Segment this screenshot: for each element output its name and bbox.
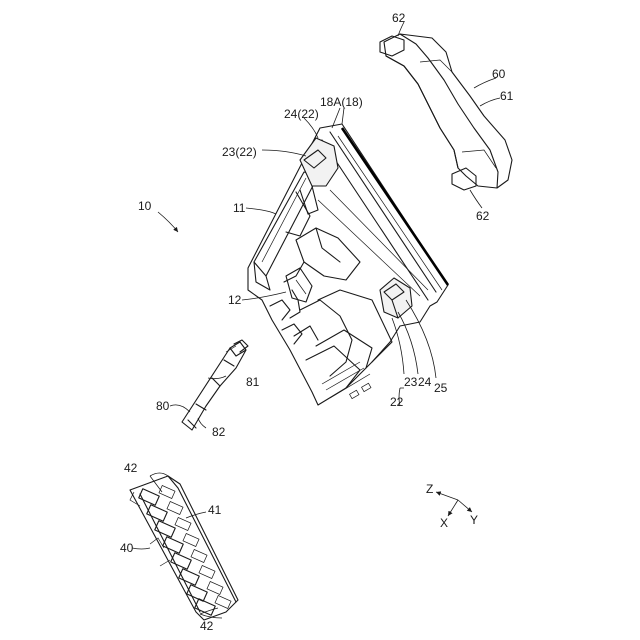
label-24: 24	[418, 375, 432, 389]
label-10: 10	[138, 199, 152, 213]
label-23: 23	[404, 375, 418, 389]
axis-x-label: X	[440, 516, 448, 530]
label-42-bottom: 42	[200, 619, 214, 633]
label-80: 80	[156, 399, 170, 413]
label-12: 12	[228, 293, 242, 307]
label-42-top: 42	[124, 461, 138, 475]
label-24-22: 24(22)	[284, 107, 319, 121]
axis-z-label: Z	[426, 482, 433, 496]
housing-11	[248, 124, 448, 405]
retainer-40	[130, 476, 238, 620]
label-23-22: 23(22)	[222, 145, 257, 159]
label-62-top: 62	[392, 11, 406, 25]
label-61: 61	[500, 89, 514, 103]
axis-y-label: Y	[470, 513, 478, 527]
label-82: 82	[212, 425, 226, 439]
label-18a-18: 18A(18)	[320, 95, 363, 109]
label-40: 40	[120, 541, 134, 555]
label-22: 22	[390, 395, 404, 409]
label-60: 60	[492, 67, 506, 81]
axis-indicator: Z X Y	[426, 482, 478, 530]
label-11: 11	[233, 201, 246, 215]
label-41: 41	[208, 503, 222, 517]
cover-60	[380, 34, 512, 190]
label-25: 25	[434, 381, 448, 395]
terminal-80	[182, 340, 248, 430]
label-81: 81	[246, 375, 260, 389]
label-62-bottom: 62	[476, 209, 490, 223]
